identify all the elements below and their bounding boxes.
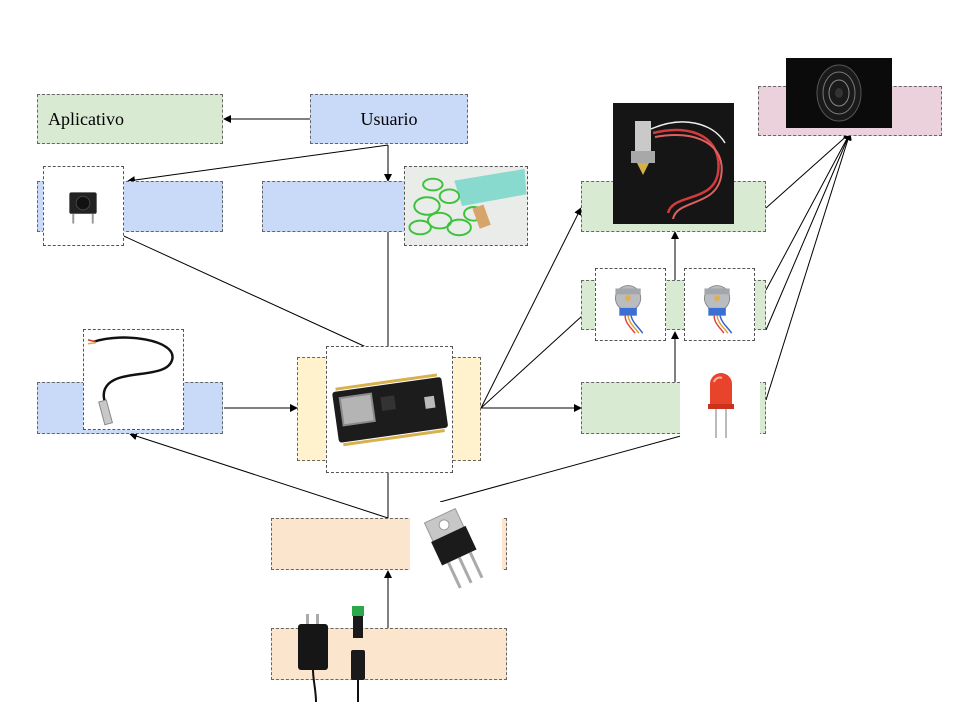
arrow-regulator-led <box>439 431 689 503</box>
filament-spool-icon <box>786 58 892 128</box>
voltage-regulator-icon <box>423 507 484 589</box>
red-led-icon <box>708 373 734 438</box>
middle-input-box <box>262 181 417 232</box>
stepper-motor-icon <box>703 285 733 334</box>
temperature-probe-image <box>83 329 184 430</box>
dc-jack-image <box>346 602 370 702</box>
stepper-motor-icon <box>614 285 644 334</box>
arrow-motors-spool-2 <box>765 132 851 331</box>
filament-clips-image <box>404 166 528 246</box>
stepper-motor-image-1 <box>595 268 666 341</box>
dc-jack-icon <box>351 606 365 702</box>
voltage-regulator-image <box>410 502 502 594</box>
filament-spool-image <box>786 58 892 128</box>
push-button-icon <box>69 192 97 224</box>
power-adapter-icon <box>298 614 328 702</box>
temperature-probe-icon <box>87 336 174 426</box>
arrow-regulator-sensor <box>129 432 389 519</box>
red-led-image <box>680 368 760 440</box>
stepper-motor-image-2 <box>684 268 755 341</box>
hotend-icon <box>613 103 734 224</box>
power-adapter-image <box>296 610 336 702</box>
esp32-board-image <box>326 346 453 473</box>
filament-clips-icon <box>405 167 527 245</box>
arrow-esp32-motors <box>480 305 594 409</box>
usuario-label: Usuario <box>360 108 418 129</box>
arrow-led-spool <box>765 132 852 401</box>
arrow-hotend-spool <box>765 132 851 209</box>
line-button-esp32 <box>114 231 367 348</box>
arrow-esp32-hotend <box>480 207 582 409</box>
esp32-board-icon <box>332 373 448 447</box>
usuario-box: Usuario <box>310 94 468 144</box>
arrow-usuario-button <box>127 144 389 185</box>
push-button-image <box>43 166 124 246</box>
arrow-motors-spool-1 <box>765 132 851 291</box>
aplicativo-label: Aplicativo <box>48 108 124 129</box>
hotend-image <box>613 103 734 224</box>
aplicativo-box: Aplicativo <box>37 94 223 144</box>
